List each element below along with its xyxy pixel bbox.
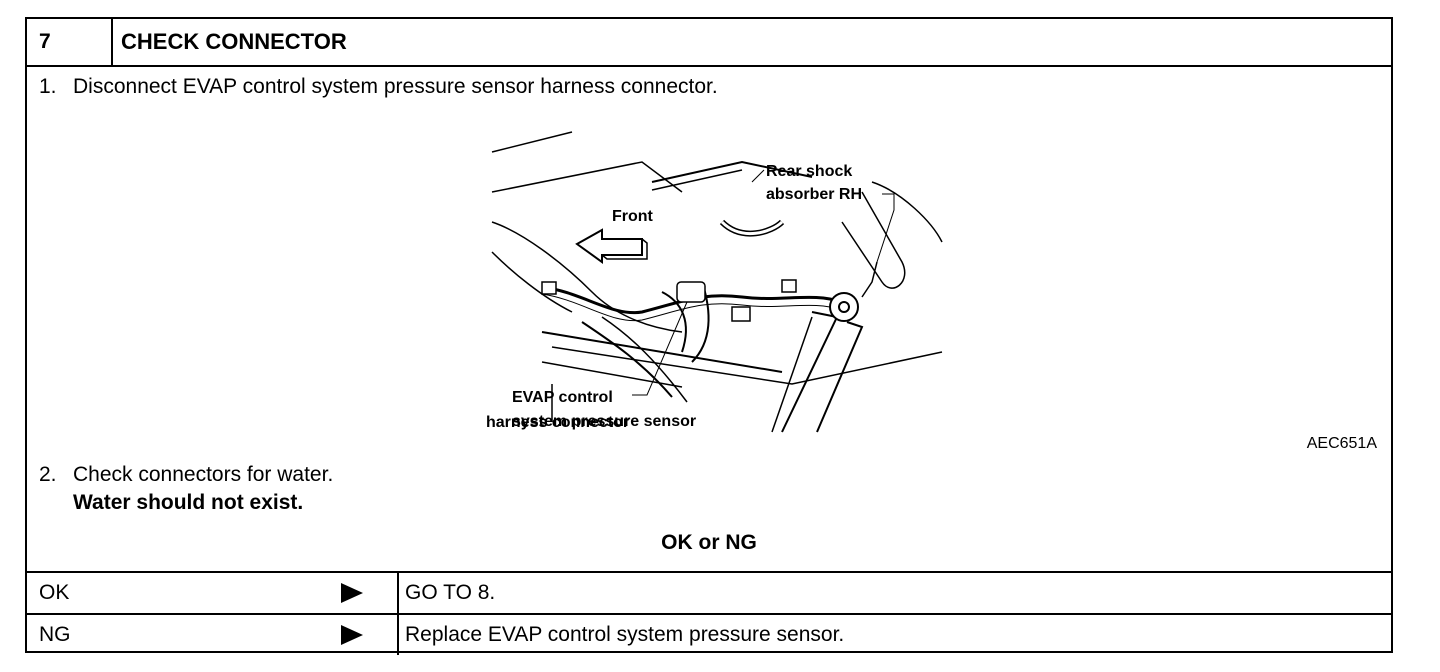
result-row-ng-action: Replace EVAP control system pressure sen… — [405, 623, 845, 646]
rear-shock-label-line2: absorber RH — [766, 186, 862, 203]
step-1-number: 1. — [39, 75, 57, 98]
procedure-header: 7 CHECK CONNECTOR — [27, 19, 1391, 67]
step-2-note: Water should not exist. — [73, 491, 304, 514]
result-row-ok-label: OK — [39, 581, 70, 604]
procedure-title: CHECK CONNECTOR — [121, 29, 347, 54]
figure-code: AEC651A — [1306, 435, 1377, 452]
step-1: 1. Disconnect EVAP control system pressur… — [39, 73, 718, 101]
evap-label-line3: harness connector — [486, 414, 630, 431]
result-row-ng: NG Replace EVAP control system pressure … — [27, 613, 1391, 655]
result-row-ng-label: NG — [39, 623, 71, 646]
step-1-text: Disconnect EVAP control system pressure … — [73, 75, 718, 98]
front-label: Front — [612, 208, 654, 225]
step-2: 2. Check connectors for water. — [39, 461, 333, 489]
step-2-text: Check connectors for water. — [73, 463, 334, 486]
right-triangle-icon — [341, 583, 363, 603]
evap-label-line2: system pressure sensor — [512, 413, 696, 430]
procedure-table: 7 CHECK CONNECTOR 1. Disconnect EVAP cont… — [25, 17, 1393, 655]
right-triangle-icon — [341, 625, 363, 645]
row-divider — [397, 573, 399, 613]
step-2-number: 2. — [39, 463, 57, 486]
connector-location-diagram: Rear shock absorber RH Front EVAP contro… — [491, 131, 943, 433]
result-row-ok-action: GO TO 8. — [405, 581, 496, 604]
evap-label-line1: EVAP control — [512, 389, 613, 406]
rear-shock-label-line1: Rear shock — [766, 163, 852, 180]
result-row-ok: OK GO TO 8. — [27, 571, 1391, 613]
result-title: OK or NG — [661, 531, 757, 554]
row-divider — [397, 615, 399, 655]
step-number: 7 — [27, 19, 113, 65]
